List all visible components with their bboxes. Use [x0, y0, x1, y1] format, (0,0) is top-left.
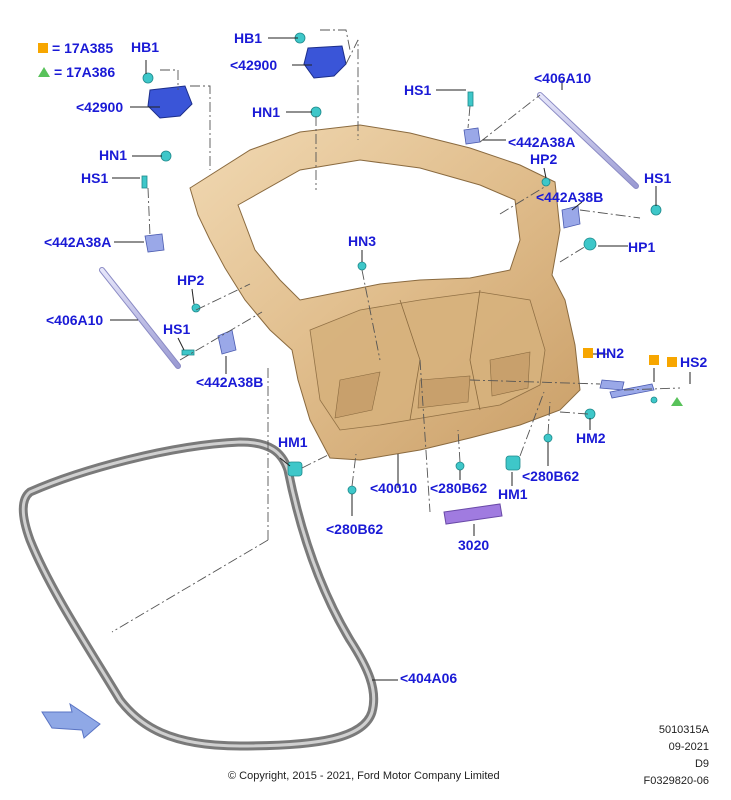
- direction-arrow: [41, 702, 101, 739]
- leader-lines: [110, 37, 691, 681]
- label-hp1: HP1: [628, 239, 656, 255]
- label-442a38a-left: <442A38A: [44, 234, 112, 250]
- label-hp2-left: HP2: [177, 272, 205, 288]
- label-280b62-bottom: <280B62: [326, 521, 384, 537]
- bumper-hm1-right: [505, 455, 521, 471]
- label-280b62-right: <280B62: [522, 468, 580, 484]
- label-hm1-left: HM1: [278, 434, 308, 450]
- square-marker-hs2-a: [649, 355, 659, 365]
- label-442a38b-left: <442A38B: [196, 374, 264, 390]
- legend-square-text: = 17A385: [52, 40, 114, 56]
- clip-280b62-bottom: [347, 485, 357, 495]
- clip-hb1-left: [142, 72, 154, 84]
- doc-code: D9: [694, 758, 709, 770]
- label-3020: 3020: [458, 537, 490, 553]
- latch-left: [147, 85, 193, 119]
- label-hs2: HS2: [680, 354, 708, 370]
- clip-hs2: [650, 396, 658, 404]
- trim-3020: [443, 503, 503, 525]
- label-hm1-right: HM1: [498, 486, 528, 502]
- latch-top: [303, 45, 347, 79]
- assembly-centerlines: [111, 29, 681, 633]
- label-42900-left: <42900: [76, 99, 124, 115]
- label-hs1-left: HS1: [81, 170, 109, 186]
- square-marker-icon: [38, 43, 48, 53]
- label-hp2-right: HP2: [530, 151, 558, 167]
- clip-hn1-left: [160, 150, 172, 162]
- clip-hn1-top: [310, 106, 322, 118]
- label-hn2: HN2: [596, 345, 625, 361]
- label-hn1-top: HN1: [252, 104, 281, 120]
- label-hm2: HM2: [576, 430, 606, 446]
- bracket-hs2: [609, 383, 655, 399]
- label-280b62-center: <280B62: [430, 480, 488, 496]
- label-404a06: <404A06: [400, 670, 458, 686]
- bracket-hn2: [599, 379, 625, 391]
- label-442a38b-right: <442A38B: [536, 189, 604, 205]
- clip-280b62-right: [543, 433, 553, 443]
- pin-hs1-right-top: [467, 91, 474, 107]
- label-406a10-left: <406A10: [46, 312, 104, 328]
- label-hb1-left: HB1: [131, 39, 160, 55]
- liftgate-weatherstrip-seal: [18, 437, 379, 751]
- clip-hp2-right: [541, 177, 551, 187]
- legend-triangle-text: = 17A386: [54, 64, 116, 80]
- legend-triangle: = 17A386: [38, 64, 115, 80]
- square-marker-hn2: [583, 348, 593, 358]
- copyright-text: © Copyright, 2015 - 2021, Ford Motor Com…: [228, 770, 500, 782]
- bracket-442a38b-left: [217, 329, 237, 355]
- label-442a38a-right: <442A38A: [508, 134, 576, 150]
- label-hs1-right: HS1: [644, 170, 672, 186]
- doc-date: 09-2021: [668, 741, 709, 753]
- clip-hp1: [583, 237, 597, 251]
- label-hn1-left: HN1: [99, 147, 128, 163]
- label-40010: <40010: [370, 480, 418, 496]
- clip-hs1-right: [650, 204, 662, 216]
- square-marker-hs2-b: [667, 357, 677, 367]
- liftgate-inner-panel: [189, 124, 581, 461]
- label-hb1-top: HB1: [234, 30, 263, 46]
- legend-square: = 17A385: [38, 40, 113, 56]
- triangle-marker-icon: [38, 67, 50, 77]
- label-42900-top: <42900: [230, 57, 278, 73]
- bumper-hm1-left: [287, 461, 303, 477]
- clip-hn3: [357, 261, 367, 271]
- bracket-442a38b-right: [561, 205, 581, 229]
- brackets: [144, 127, 655, 399]
- bracket-442a38a-right: [463, 127, 481, 145]
- clip-280b62-center: [455, 461, 465, 471]
- label-hs1-left-lower: HS1: [163, 321, 191, 337]
- gas-strut-right: [537, 92, 639, 189]
- pin-hs1-left: [141, 175, 148, 189]
- label-hs1-right-top: HS1: [404, 82, 432, 98]
- figure-id: F0329820-06: [643, 775, 709, 787]
- gas-strut-left: [99, 267, 181, 369]
- triangle-marker-17a386: [671, 397, 683, 406]
- label-406a10-right: <406A10: [534, 70, 592, 86]
- label-hn3: HN3: [348, 233, 377, 249]
- doc-id: 5010315A: [658, 724, 709, 736]
- bracket-442a38a-left: [144, 233, 165, 253]
- clip-hp2-left: [191, 303, 201, 313]
